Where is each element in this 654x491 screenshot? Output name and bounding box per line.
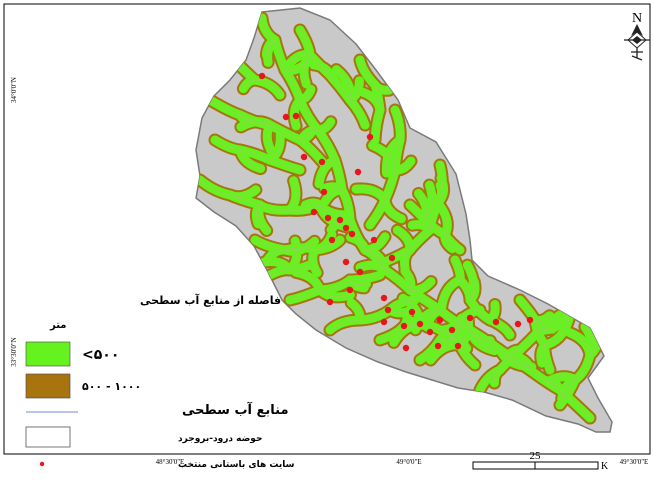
legend-basin-swatch — [25, 426, 71, 448]
site-marker — [514, 320, 522, 328]
site-marker — [348, 230, 356, 238]
legend-water-label: منابع آب سطحی — [182, 401, 289, 418]
site-marker — [326, 298, 334, 306]
site-marker — [342, 224, 350, 232]
site-marker — [436, 316, 444, 324]
legend-unit: متر — [49, 320, 67, 331]
site-marker — [426, 328, 434, 336]
legend-title: فاصله از منابع آب سطحی — [140, 293, 281, 307]
site-marker — [370, 236, 378, 244]
legend-swatch-500-1000 — [25, 373, 71, 399]
site-marker — [466, 314, 474, 322]
legend-site-dot — [39, 461, 45, 467]
lon-label-49-0: 49°0'0"E — [396, 458, 421, 466]
lon-label-49-30: 49°30'0"E — [620, 458, 649, 466]
site-marker — [356, 268, 364, 276]
legend-label-under-500: <۵۰۰ — [82, 347, 119, 363]
surface-water-lines — [199, 17, 599, 419]
site-marker — [526, 316, 534, 324]
site-marker — [388, 254, 396, 262]
site-marker — [328, 236, 336, 244]
site-marker — [354, 168, 362, 176]
scale-bar: 25 K — [472, 450, 609, 472]
legend-basin-label: حوضه درود-بروجرد — [178, 434, 262, 444]
legend: فاصله از منابع آب سطحی متر <۵۰۰ ۵۰۰ - ۱۰… — [25, 293, 295, 470]
site-marker — [324, 214, 332, 222]
site-marker — [416, 320, 424, 328]
legend-label-500-1000: ۵۰۰ - ۱۰۰۰ — [82, 380, 141, 393]
site-marker — [300, 153, 308, 161]
lat-label-33-30: 33°30'0"N — [10, 337, 18, 366]
site-marker — [366, 133, 374, 141]
site-marker — [292, 112, 300, 120]
site-marker — [402, 344, 410, 352]
site-marker — [448, 326, 456, 334]
lon-label-48-30: 48°30'0"E — [156, 458, 185, 466]
site-marker — [282, 113, 290, 121]
legend-sites-label: سایت های باستانی منتخب — [178, 460, 295, 470]
site-marker — [258, 72, 266, 80]
legend-swatch-under-500 — [25, 341, 71, 367]
site-marker — [454, 342, 462, 350]
site-marker — [408, 308, 416, 316]
site-marker — [384, 306, 392, 314]
site-marker — [434, 342, 442, 350]
archaeological-sites — [258, 72, 534, 352]
site-marker — [400, 322, 408, 330]
site-marker — [318, 158, 326, 166]
scale-bar-unit: K — [601, 461, 609, 472]
site-marker — [336, 216, 344, 224]
scale-bar-value: 25 — [530, 450, 542, 462]
site-marker — [380, 318, 388, 326]
svg-text:N: N — [632, 11, 642, 26]
site-marker — [320, 188, 328, 196]
site-marker — [380, 294, 388, 302]
site-marker — [346, 286, 354, 294]
map-neatline — [3, 3, 651, 455]
site-marker — [492, 318, 500, 326]
north-arrow: N — [624, 11, 650, 61]
site-marker — [342, 258, 350, 266]
lat-label-34: 34°0'0"N — [10, 77, 18, 103]
site-marker — [310, 208, 318, 216]
